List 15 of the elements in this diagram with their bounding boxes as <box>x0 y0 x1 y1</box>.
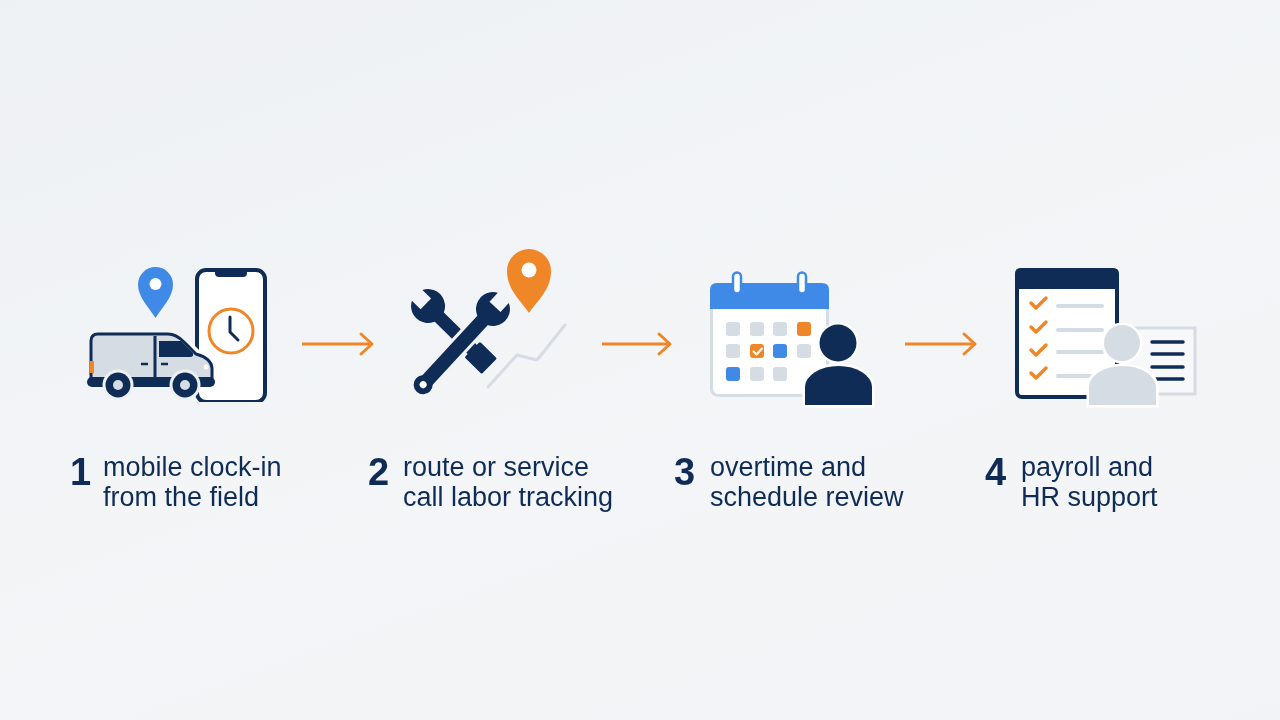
step-number: 2 <box>368 453 390 491</box>
step-label: route or service call labor tracking <box>403 452 615 512</box>
step-label: mobile clock-in from the field <box>103 452 283 512</box>
wrenches-and-pin-illustration <box>410 248 568 397</box>
step-label: payroll and HR support <box>1021 452 1159 512</box>
step-label: overtime and schedule review <box>710 452 905 512</box>
arrow <box>302 332 374 356</box>
calendar-and-person-illustration <box>708 270 875 408</box>
arrow <box>602 332 672 356</box>
checklist-and-profile-illustration <box>1013 266 1198 408</box>
step-number: 4 <box>985 453 1007 491</box>
arrow <box>905 332 977 356</box>
step-number: 3 <box>674 453 696 491</box>
step-number: 1 <box>70 453 92 491</box>
van-and-phone-illustration <box>86 266 268 402</box>
